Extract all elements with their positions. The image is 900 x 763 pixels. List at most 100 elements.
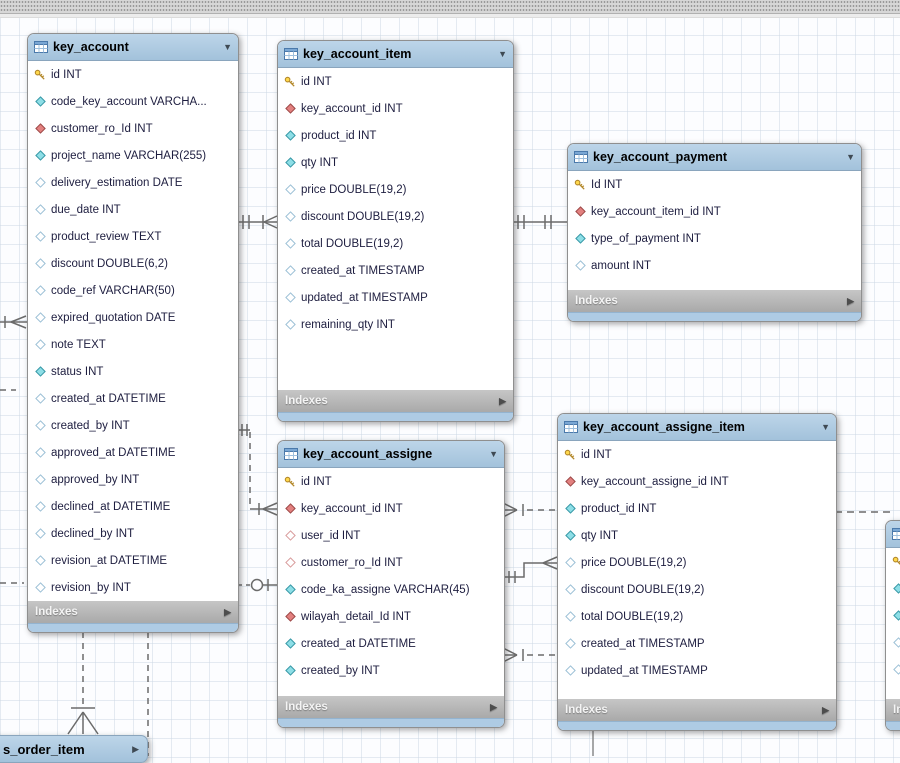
rel-key_account-s_order_item[interactable] [68,632,98,734]
table-icon [574,151,588,163]
rel-key_account-key_account_assigne[interactable] [237,424,277,515]
expand-arrow-icon[interactable]: ▶ [490,703,497,712]
column-row[interactable]: created_by INT [278,657,504,684]
column-row[interactable]: created_at DATETIME [28,385,238,412]
column-row[interactable]: wilayah_detail_Id INT [278,603,504,630]
column-row[interactable]: code_ref VARCHAR(50) [28,277,238,304]
column-row[interactable]: declined_at DATETIME [28,493,238,520]
rel-key_account_assigne-key_account_assigne_item-2[interactable] [503,557,557,583]
column-row[interactable]: id INT [558,441,836,468]
indexes-section[interactable]: Indexes▶ [568,290,861,312]
table-header[interactable]: key_account_item▼ [278,41,513,68]
column-row[interactable]: product_id INT [558,495,836,522]
table-key_account[interactable]: key_account▼id INT code_key_account VARCH… [27,33,239,633]
column-row[interactable]: Id INT [568,171,861,198]
column-row[interactable] [886,548,900,575]
column-row[interactable]: approved_by INT [28,466,238,493]
collapse-arrow-icon[interactable]: ▼ [821,423,830,432]
rel-key_account_assigne-key_account_assigne_item-1[interactable] [503,503,557,517]
column-row[interactable]: remaining_qty INT [278,311,513,338]
collapse-arrow-icon[interactable]: ▼ [846,153,855,162]
column-row[interactable]: discount DOUBLE(19,2) [558,576,836,603]
column-row[interactable]: due_date INT [28,196,238,223]
indexes-section[interactable]: Indexes▶ [278,390,513,412]
column-row[interactable]: expired_quotation DATE [28,304,238,331]
open-icon [284,211,296,223]
column-row[interactable]: price DOUBLE(19,2) [278,176,513,203]
column-row[interactable]: price DOUBLE(19,2) [558,549,836,576]
column-row[interactable]: id INT [278,468,504,495]
column-row[interactable]: updated_at TIMESTAMP [278,284,513,311]
expand-arrow-icon[interactable]: ▶ [499,397,506,406]
rel-key_account-key_account_item[interactable] [237,215,277,229]
column-row[interactable]: amount INT [568,252,861,279]
table-partial-right[interactable]: ▼ Indexes▶ [885,520,900,731]
column-row[interactable]: delivery_estimation DATE [28,169,238,196]
column-row[interactable]: id INT [28,61,238,88]
column-row[interactable] [886,602,900,629]
column-row[interactable]: key_account_assigne_id INT [558,468,836,495]
column-row[interactable]: user_id INT [278,522,504,549]
table-header[interactable]: key_account_payment▼ [568,144,861,171]
column-row[interactable]: updated_at TIMESTAMP [558,657,836,684]
table-header[interactable]: key_account▼ [28,34,238,61]
column-row[interactable] [886,575,900,602]
expand-arrow-icon[interactable]: ▶ [224,608,231,617]
table-s_order_item-collapsed[interactable]: s_order_item ▶ [0,735,148,763]
column-label: wilayah_detail_Id INT [301,611,411,623]
column-row[interactable]: key_account_id INT [278,495,504,522]
column-row[interactable]: project_name VARCHAR(255) [28,142,238,169]
column-row[interactable]: type_of_payment INT [568,225,861,252]
column-row[interactable]: product_id INT [278,122,513,149]
rel-offscreen-key_account[interactable] [0,316,27,328]
column-row[interactable]: revision_at DATETIME [28,547,238,574]
column-row[interactable]: declined_by INT [28,520,238,547]
column-row[interactable]: code_key_account VARCHA... [28,88,238,115]
column-row[interactable]: created_by INT [28,412,238,439]
rel-key_account-key_account_assigne-2[interactable] [237,579,277,591]
column-row[interactable]: total DOUBLE(19,2) [278,230,513,257]
column-row[interactable]: qty INT [278,149,513,176]
table-header[interactable]: ▼ [886,521,900,548]
column-row[interactable]: approved_at DATETIME [28,439,238,466]
column-row[interactable]: customer_ro_Id INT [28,115,238,142]
column-row[interactable]: code_ka_assigne VARCHAR(45) [278,576,504,603]
table-header[interactable]: key_account_assigne▼ [278,441,504,468]
column-row[interactable] [886,656,900,683]
collapse-arrow-icon[interactable]: ▼ [489,450,498,459]
collapse-arrow-icon[interactable]: ▼ [223,43,232,52]
column-row[interactable]: id INT [278,68,513,95]
collapse-arrow-icon[interactable]: ▼ [498,50,507,59]
expand-arrow-icon[interactable]: ▶ [132,745,139,754]
column-row[interactable] [886,629,900,656]
column-row[interactable]: status INT [28,358,238,385]
rel-key_account_assigne-key_account_assigne_item-3[interactable] [503,648,557,662]
column-row[interactable]: created_at DATETIME [278,630,504,657]
column-row[interactable]: created_at TIMESTAMP [278,257,513,284]
column-row[interactable]: discount DOUBLE(6,2) [28,250,238,277]
column-row[interactable]: product_review TEXT [28,223,238,250]
table-header[interactable]: key_account_assigne_item▼ [558,414,836,441]
indexes-section[interactable]: Indexes▶ [886,699,900,721]
column-label: type_of_payment INT [591,233,701,245]
column-row[interactable]: qty INT [558,522,836,549]
expand-arrow-icon[interactable]: ▶ [847,297,854,306]
column-row[interactable]: total DOUBLE(19,2) [558,603,836,630]
indexes-section[interactable]: Indexes▶ [558,699,836,721]
expand-arrow-icon[interactable]: ▶ [822,706,829,715]
column-row[interactable]: customer_ro_Id INT [278,549,504,576]
column-row[interactable]: key_account_id INT [278,95,513,122]
column-label: id INT [51,69,82,81]
column-row[interactable]: revision_by INT [28,574,238,601]
column-row[interactable]: created_at TIMESTAMP [558,630,836,657]
indexes-section[interactable]: Indexes▶ [278,696,504,718]
column-row[interactable]: discount DOUBLE(19,2) [278,203,513,230]
rel-key_account_item-key_account_payment[interactable] [512,215,567,229]
column-row[interactable]: note TEXT [28,331,238,358]
column-row[interactable]: key_account_item_id INT [568,198,861,225]
indexes-section[interactable]: Indexes▶ [28,601,238,623]
